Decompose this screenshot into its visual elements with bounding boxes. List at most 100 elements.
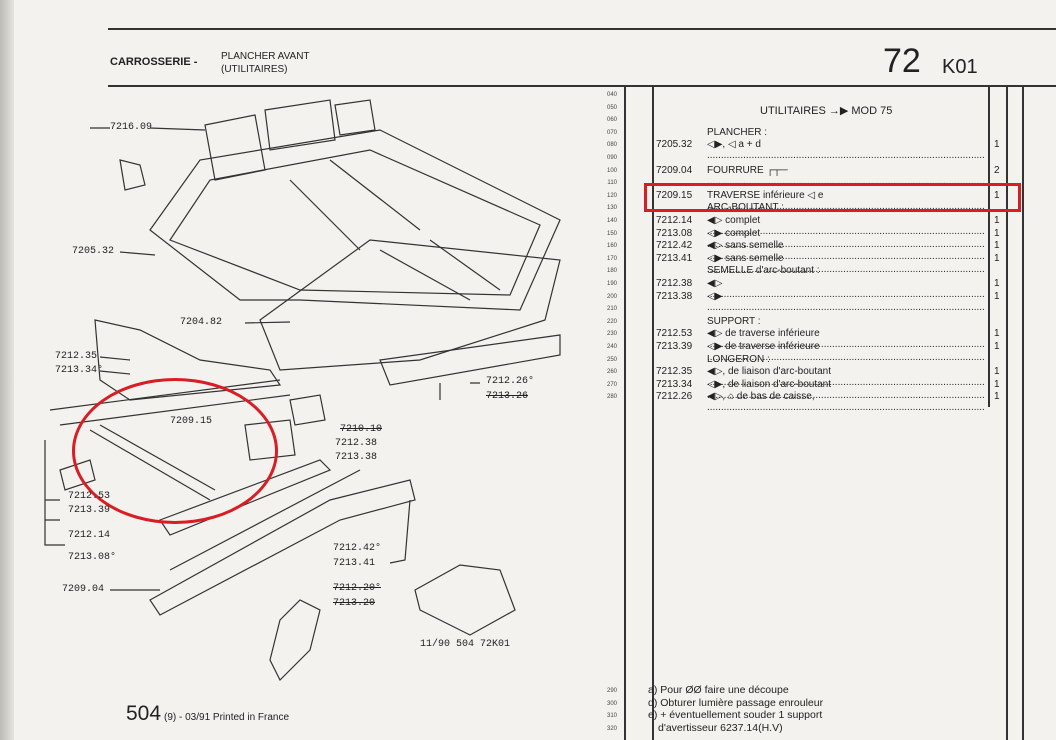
line-number: 050 bbox=[606, 104, 617, 111]
row-desc: SUPPORT : bbox=[707, 315, 761, 327]
line-number: 190 bbox=[606, 281, 617, 287]
footnote: a) Pour ØØ faire une découpe bbox=[648, 684, 789, 696]
row-desc: ◁▶ de traverse inférieure bbox=[707, 341, 985, 363]
line-number: 230 bbox=[606, 331, 617, 338]
row-ref: 7212.42 bbox=[656, 240, 693, 252]
row-ref: 7212.26 bbox=[656, 391, 693, 403]
page-code: K01 bbox=[942, 56, 978, 78]
line-number: 290 bbox=[606, 688, 617, 694]
line-number: 220 bbox=[606, 318, 617, 325]
diagram-label: 7212.53 bbox=[68, 491, 111, 502]
line-number: 060 bbox=[606, 117, 617, 124]
footer-edition: (9) - 03/91 Printed in France bbox=[164, 712, 290, 723]
highlight-ellipse bbox=[72, 378, 278, 524]
row-qty: 1 bbox=[994, 278, 1000, 289]
row-ref: 7213.34 bbox=[656, 378, 693, 390]
highlight-box bbox=[644, 183, 1021, 212]
row-desc: LONGERON : bbox=[707, 353, 770, 365]
plate-reference: 11/90 504 72K01 bbox=[420, 639, 511, 650]
row-desc: ◁▶, ◁ a + d bbox=[707, 139, 985, 161]
row-qty: 2 bbox=[994, 164, 1000, 176]
line-number: 270 bbox=[606, 381, 617, 388]
row-qty: 1 bbox=[994, 341, 1000, 352]
footnote: e) + éventuellement souder 1 support bbox=[648, 709, 823, 721]
line-number: 250 bbox=[606, 356, 617, 363]
row-desc: ◁▶, de liaison d'arc-boutant bbox=[707, 379, 985, 401]
line-number: 080 bbox=[606, 142, 617, 149]
row-ref: 7213.38 bbox=[656, 290, 693, 302]
row-ref: 7213.41 bbox=[656, 252, 693, 264]
row-desc: ◀▷ de traverse inférieure bbox=[707, 328, 985, 350]
row-desc: ◀▷ sans semelle bbox=[707, 240, 985, 262]
diagram-label: 7210.10 bbox=[340, 424, 383, 435]
line-number: 180 bbox=[606, 268, 617, 275]
line-number: 120 bbox=[606, 192, 617, 199]
row-ref: 7212.35 bbox=[656, 366, 693, 378]
row-qty: 1 bbox=[994, 240, 1000, 252]
diagram-label: 7204.82 bbox=[180, 317, 223, 328]
row-ref: 7212.38 bbox=[656, 278, 693, 289]
row-qty: 1 bbox=[994, 290, 1000, 302]
diagram-label: 7209.15 bbox=[170, 416, 213, 427]
column-rule bbox=[624, 87, 626, 740]
row-ref: 7209.04 bbox=[656, 164, 693, 176]
row-ref: 7212.53 bbox=[656, 328, 693, 340]
line-number: 240 bbox=[606, 344, 617, 350]
diagram-label: 7213.41 bbox=[333, 558, 376, 569]
line-number: 130 bbox=[606, 205, 617, 212]
line-number: 310 bbox=[606, 713, 617, 719]
column-rule bbox=[1022, 87, 1024, 740]
section-subtitle: PLANCHER AVANT(UTILITAIRES) bbox=[221, 50, 310, 76]
line-number: 110 bbox=[607, 180, 617, 187]
line-number: 170 bbox=[606, 255, 617, 262]
row-desc: FOURRURE ┌┬─ bbox=[707, 165, 985, 187]
line-number: 140 bbox=[606, 218, 617, 224]
divider bbox=[108, 85, 1056, 87]
diagram-label: 7212.35 bbox=[55, 351, 98, 362]
diagram-label: 7213.20 bbox=[333, 598, 376, 609]
exploded-parts-diagram bbox=[44, 99, 561, 682]
diagram-label: 7216.09 bbox=[110, 122, 153, 133]
diagram-label: 7213.34° bbox=[55, 365, 104, 376]
row-ref: 7205.32 bbox=[656, 139, 693, 151]
row-qty: 1 bbox=[994, 227, 1000, 239]
line-number: 200 bbox=[606, 293, 617, 300]
table-title: UTILITAIRES →▶ MOD 75 bbox=[760, 105, 893, 117]
row-desc: ◀▷, de liaison d'arc-boutant bbox=[707, 366, 985, 388]
row-qty: 1 bbox=[994, 328, 1000, 340]
row-ref: 7213.39 bbox=[656, 341, 693, 352]
row-desc: ARC-BOUTANT : bbox=[707, 202, 784, 214]
diagram-label: 7212.20° bbox=[333, 583, 382, 594]
diagram-label: 7213.39 bbox=[68, 505, 111, 516]
line-number: 280 bbox=[606, 394, 617, 401]
row-qty: 1 bbox=[994, 391, 1000, 403]
diagram-label: 7205.32 bbox=[72, 246, 115, 257]
row-desc: PLANCHER : bbox=[707, 126, 768, 138]
diagram-label: 7212.42° bbox=[333, 543, 382, 554]
diagram-label: 7212.26° bbox=[486, 376, 535, 387]
subtitle-1: PLANCHER AVANT bbox=[221, 51, 310, 62]
page-number: 72 bbox=[883, 42, 921, 80]
line-number: 300 bbox=[606, 700, 617, 707]
row-qty: 1 bbox=[994, 189, 1000, 201]
row-desc: ◁▶ sans semelle bbox=[707, 253, 985, 275]
divider bbox=[108, 28, 1056, 30]
row-qty: 1 bbox=[994, 215, 1000, 226]
row-ref: 7212.14 bbox=[656, 215, 693, 226]
row-ref: 7209.15 bbox=[656, 189, 693, 201]
diagram-label: 7213.26 bbox=[486, 391, 529, 402]
scan-edge bbox=[0, 0, 14, 740]
line-number: 070 bbox=[606, 129, 617, 136]
footnote: d'avertisseur 6237.14(H.V) bbox=[658, 721, 783, 734]
footnote: d) Obturer lumière passage enrouleur bbox=[648, 696, 824, 709]
row-desc: ◀▷ bbox=[707, 278, 985, 300]
row-desc: SEMELLE d'arc-boutant : bbox=[707, 265, 820, 277]
diagram-label: 7213.38 bbox=[335, 452, 378, 463]
line-number: 210 bbox=[606, 306, 617, 313]
line-number: 040 bbox=[606, 92, 617, 98]
section-title: CARROSSERIE - bbox=[110, 56, 198, 68]
row-ref: 7213.08 bbox=[656, 227, 693, 239]
line-number: 160 bbox=[606, 243, 617, 250]
row-desc: ◀▷ complet bbox=[707, 215, 985, 237]
line-number: 320 bbox=[606, 725, 617, 732]
